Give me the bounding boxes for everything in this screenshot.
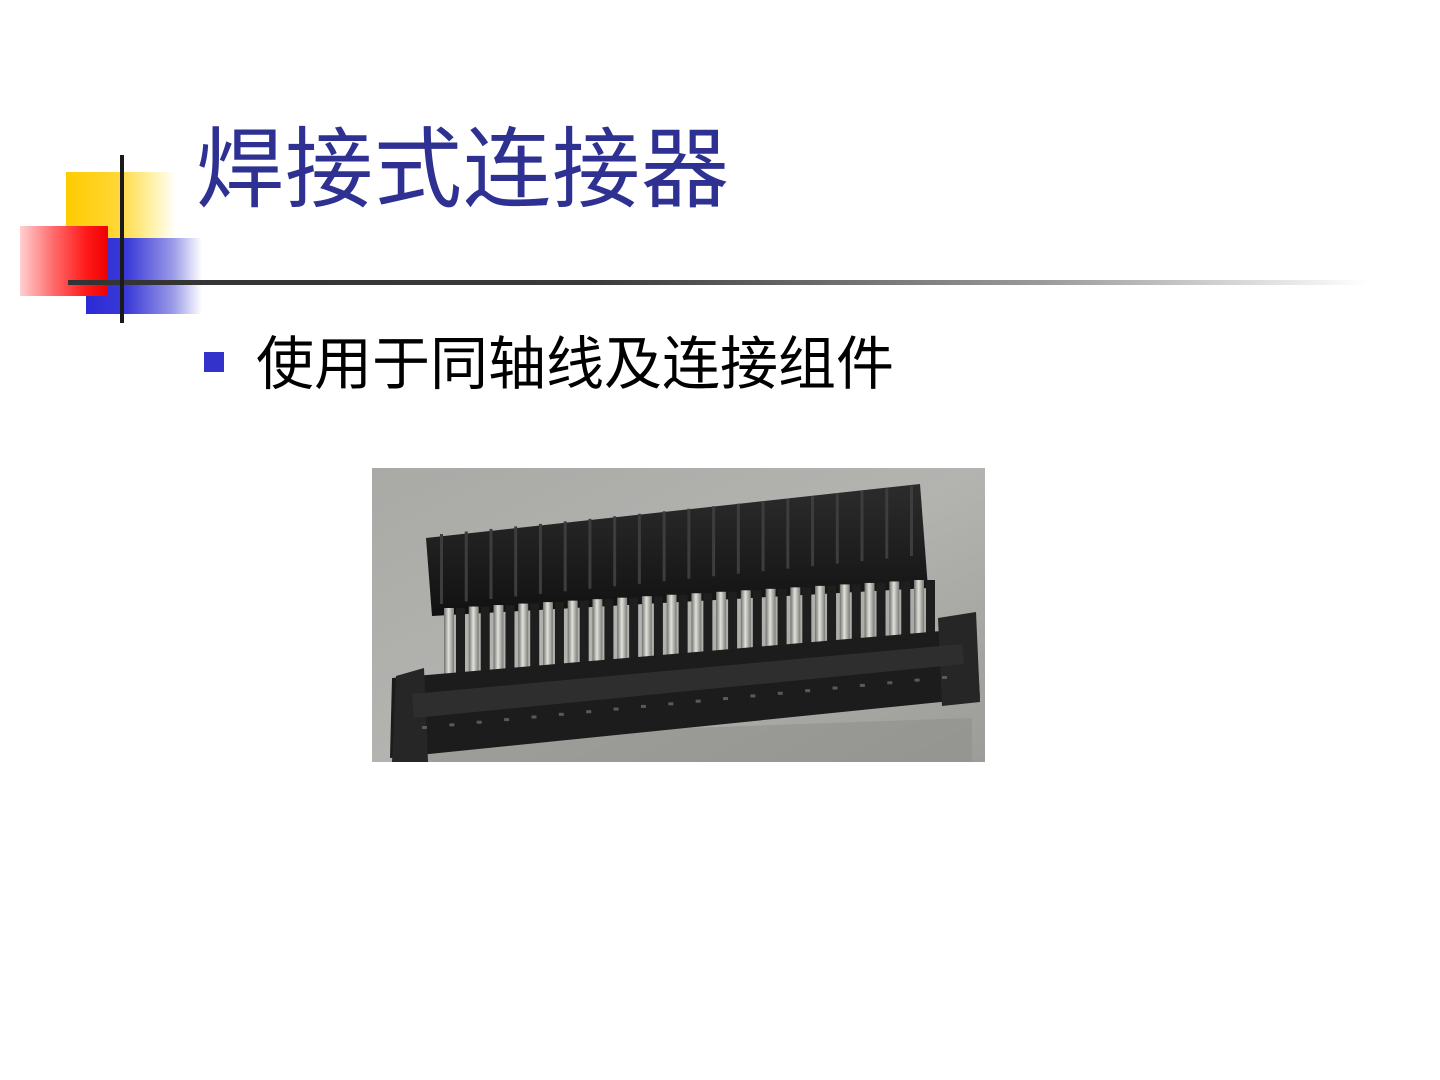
decor-red-square (20, 226, 108, 296)
bullet-text: 使用于同轴线及连接组件 (256, 330, 895, 398)
slide-title: 焊接式连接器 (196, 118, 731, 221)
decor-horizontal-rule (68, 280, 1368, 285)
decor-vertical-rule (120, 155, 124, 323)
connector-photo (372, 468, 985, 762)
bullet-item: 使用于同轴线及连接组件 (204, 330, 894, 400)
square-bullet-icon (204, 351, 224, 372)
